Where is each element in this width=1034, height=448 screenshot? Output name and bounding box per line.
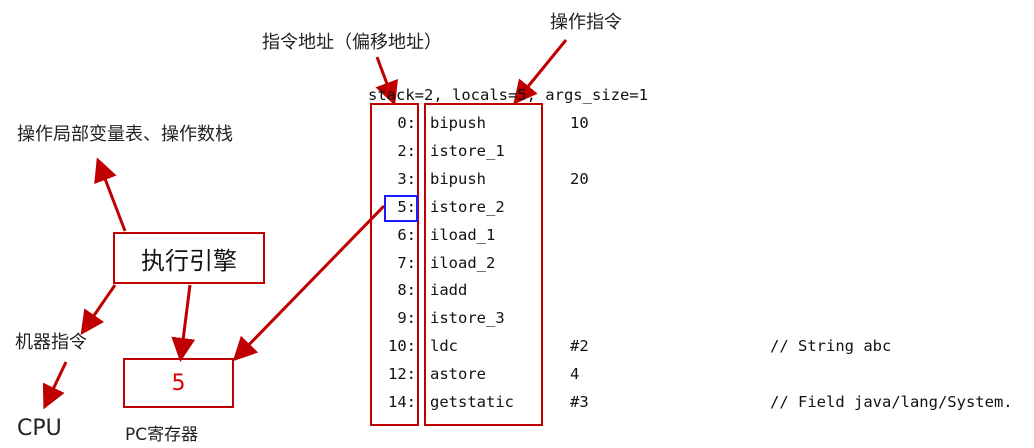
instruction-address: 9: [397, 309, 416, 328]
pc-register-box: 5 [123, 358, 234, 408]
instruction-opcode: getstatic [430, 393, 514, 411]
instruction-opcode: istore_1 [430, 141, 505, 160]
address-column-box [370, 103, 419, 426]
execution-engine-label: 执行引擎 [141, 246, 237, 275]
arrow-to-address [375, 56, 398, 106]
execution-engine-box: 执行引擎 [113, 232, 265, 284]
cpu-label: CPU [17, 416, 62, 441]
instruction-opcode: ldc [430, 337, 458, 356]
current-instruction-highlight [384, 195, 418, 222]
instruction-opcode: bipush [430, 114, 486, 132]
instruction-address: 7: [397, 253, 416, 272]
instruction-operand: 20 [570, 169, 589, 188]
instruction-address: 14: [388, 393, 416, 411]
instruction-opcode: istore_3 [430, 309, 505, 328]
instruction-address: 3: [397, 169, 416, 188]
instruction-operand: 4 [570, 365, 580, 384]
code-header: stack=2, locals=5, args_size=1 [368, 86, 648, 104]
arrow-to-opcode [513, 39, 568, 105]
instruction-operand: #3 [570, 393, 589, 411]
address-label: 指令地址（偏移地址） [262, 32, 442, 53]
instruction-opcode: istore_2 [430, 197, 505, 216]
instruction-address: 10: [388, 337, 416, 356]
instruction-address: 8: [397, 281, 416, 300]
instruction-opcode: iadd [430, 281, 468, 300]
pc-register-value: 5 [171, 370, 186, 396]
arrow-to-operand-stack [94, 157, 127, 232]
arrow-to-cpu [42, 361, 68, 410]
arrow-to-machine-code [80, 284, 117, 335]
instruction-opcode: iload_1 [430, 225, 496, 244]
instruction-comment: // String abc [770, 337, 892, 356]
instruction-address: 2: [397, 141, 416, 160]
machine-code-label: 机器指令 [15, 332, 87, 353]
opcode-column-box [424, 103, 543, 426]
instruction-opcode: iload_2 [430, 253, 496, 272]
opcode-label: 操作指令 [550, 12, 622, 33]
instruction-address: 0: [397, 114, 416, 132]
instruction-address: 12: [388, 365, 416, 384]
instruction-operand: 10 [570, 114, 589, 132]
instruction-comment: // Field java/lang/System. [770, 393, 1013, 411]
instruction-opcode: bipush [430, 169, 486, 188]
instruction-operand: #2 [570, 337, 589, 356]
instruction-opcode: astore [430, 365, 486, 384]
arrow-instruction-to-pc [232, 204, 386, 362]
instruction-address: 5: [397, 197, 416, 216]
arrow-engine-to-pc [171, 284, 196, 362]
pc-register-label: PC寄存器 [125, 425, 199, 445]
operand-stack-label: 操作局部变量表、操作数栈 [17, 124, 233, 145]
instruction-address: 6: [397, 225, 416, 244]
